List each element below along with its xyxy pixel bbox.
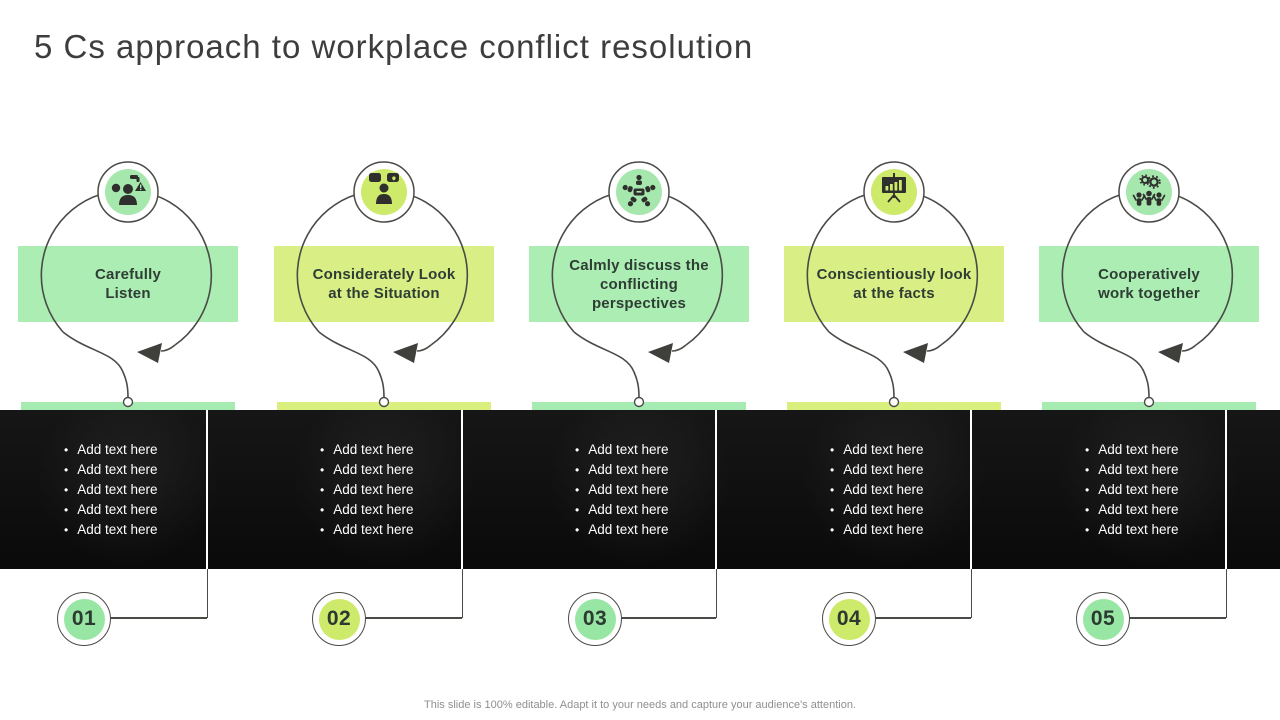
step-number: 02 — [318, 598, 360, 640]
cycle-arrow-4 — [806, 161, 979, 408]
step-number-badge-2: 02 — [312, 592, 366, 646]
bullet-item: Add text here — [64, 460, 224, 480]
step-number: 05 — [1082, 598, 1124, 640]
column-divider — [461, 410, 463, 569]
badge-connector — [109, 617, 207, 619]
step-number: 03 — [574, 598, 616, 640]
bullet-item: Add text here — [1085, 460, 1245, 480]
bullet-item: Add text here — [830, 500, 990, 520]
placeholder-list-1: Add text here Add text here Add text her… — [64, 440, 224, 540]
placeholder-list-5: Add text here Add text here Add text her… — [1085, 440, 1245, 540]
placeholder-list-3: Add text here Add text here Add text her… — [575, 440, 735, 540]
cycle-arrow-2 — [296, 161, 469, 408]
bullet-item: Add text here — [575, 460, 735, 480]
bullet-item: Add text here — [320, 500, 480, 520]
step-label-1: Carefully Listen — [18, 246, 238, 322]
cycle-arrow-3 — [551, 161, 724, 408]
angry-face-icon — [369, 173, 399, 204]
column-divider — [970, 410, 972, 569]
badge-connector — [206, 569, 208, 618]
bullet-item: Add text here — [1085, 440, 1245, 460]
step-label-3: Calmly discuss the conflicting perspecti… — [529, 246, 749, 322]
badge-connector — [1128, 617, 1226, 619]
bullet-item: Add text here — [320, 460, 480, 480]
bullet-item: Add text here — [575, 440, 735, 460]
presentation-chart-icon — [882, 173, 906, 203]
group-discussion-icon — [622, 174, 656, 207]
bullet-item: Add text here — [575, 520, 735, 540]
bullet-item: Add text here — [830, 460, 990, 480]
bullet-item: Add text here — [575, 480, 735, 500]
complaint-person-icon — [111, 175, 146, 205]
cycle-arrow-1 — [40, 161, 213, 408]
badge-connector — [1225, 569, 1227, 618]
teamwork-gears-icon — [1132, 174, 1166, 206]
bullet-item: Add text here — [320, 440, 480, 460]
step-number: 04 — [828, 598, 870, 640]
bullet-item: Add text here — [830, 440, 990, 460]
bullet-item: Add text here — [830, 480, 990, 500]
column-divider — [715, 410, 717, 569]
bullet-item: Add text here — [64, 500, 224, 520]
step-label-2: Considerately Look at the Situation — [274, 246, 494, 322]
column-divider — [206, 410, 208, 569]
step-number-badge-5: 05 — [1076, 592, 1130, 646]
bullet-item: Add text here — [1085, 520, 1245, 540]
bullet-item: Add text here — [320, 520, 480, 540]
step-number-badge-1: 01 — [57, 592, 111, 646]
badge-connector — [364, 617, 462, 619]
step-number: 01 — [63, 598, 105, 640]
badge-connector — [620, 617, 716, 619]
content-band: Add text here Add text here Add text her… — [0, 410, 1280, 569]
placeholder-list-2: Add text here Add text here Add text her… — [320, 440, 480, 540]
page-title: 5 Cs approach to workplace conflict reso… — [34, 28, 754, 65]
bullet-item: Add text here — [64, 440, 224, 460]
bullet-item: Add text here — [320, 480, 480, 500]
bullet-item: Add text here — [575, 500, 735, 520]
badge-connector — [461, 569, 463, 618]
cycle-arrow-5 — [1061, 161, 1234, 408]
column-divider — [1225, 410, 1227, 569]
badge-connector — [715, 569, 717, 618]
step-number-badge-4: 04 — [822, 592, 876, 646]
placeholder-list-4: Add text here Add text here Add text her… — [830, 440, 990, 540]
bullet-item: Add text here — [1085, 480, 1245, 500]
footer-note: This slide is 100% editable. Adapt it to… — [424, 699, 856, 711]
bullet-item: Add text here — [830, 520, 990, 540]
step-label-5: Cooperatively work together — [1039, 246, 1259, 322]
bullet-item: Add text here — [1085, 500, 1245, 520]
badge-connector — [874, 617, 971, 619]
step-number-badge-3: 03 — [568, 592, 622, 646]
bullet-item: Add text here — [64, 480, 224, 500]
step-label-4: Conscientiously look at the facts — [784, 246, 1004, 322]
bullet-item: Add text here — [64, 520, 224, 540]
badge-connector — [970, 569, 972, 618]
